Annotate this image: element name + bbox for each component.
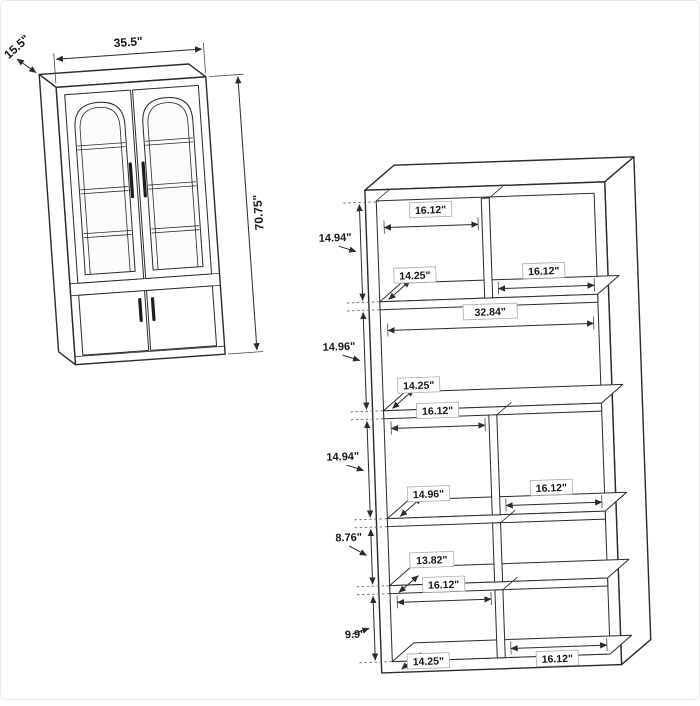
shelf3-depth-label: 14.96" xyxy=(413,488,445,501)
row3-right-width-label: 16.12" xyxy=(536,482,568,495)
cabinet-width-label: 35.5" xyxy=(113,34,143,50)
shelf4-depth-label: 13.82" xyxy=(416,554,448,567)
cabinet-depth-label: 15.5" xyxy=(1,32,32,62)
divider-row4 xyxy=(493,523,503,582)
bookcase-drawing: 14.94" 14.96" 14.94" 8.76" 9.9" 16.12" 1… xyxy=(316,157,651,675)
row3-left-width-label: 16.12" xyxy=(422,405,454,418)
cabinet-height-label: 70.75" xyxy=(250,194,266,231)
row2-full-width-label: 32.84" xyxy=(474,306,506,319)
cabinet-lower-door-right xyxy=(147,286,217,350)
row3-height-label: 14.94" xyxy=(326,451,359,464)
shelf1-depth-label: 14.25" xyxy=(399,270,431,283)
cabinet-drawing: 35.5" 15.5" 70.75" xyxy=(1,16,275,368)
row5-left-width-label: 16.12" xyxy=(428,579,460,592)
bottom-depth-label: 14.25" xyxy=(413,655,445,668)
shelf2-depth-label: 14.25" xyxy=(403,379,435,392)
row1-right-width-label: 16.12" xyxy=(528,265,560,278)
row5-right-width-label: 16.12" xyxy=(542,653,574,666)
row1-height-label: 14.94" xyxy=(319,232,352,245)
row2-height-label: 14.96" xyxy=(322,341,355,354)
divider-row5 xyxy=(495,590,505,658)
row-height-labels: 14.94" 14.96" 14.94" 8.76" 9.9" xyxy=(319,232,370,642)
row4-height-label: 8.76" xyxy=(335,532,362,545)
row1-left-width-label: 16.12" xyxy=(415,204,447,217)
